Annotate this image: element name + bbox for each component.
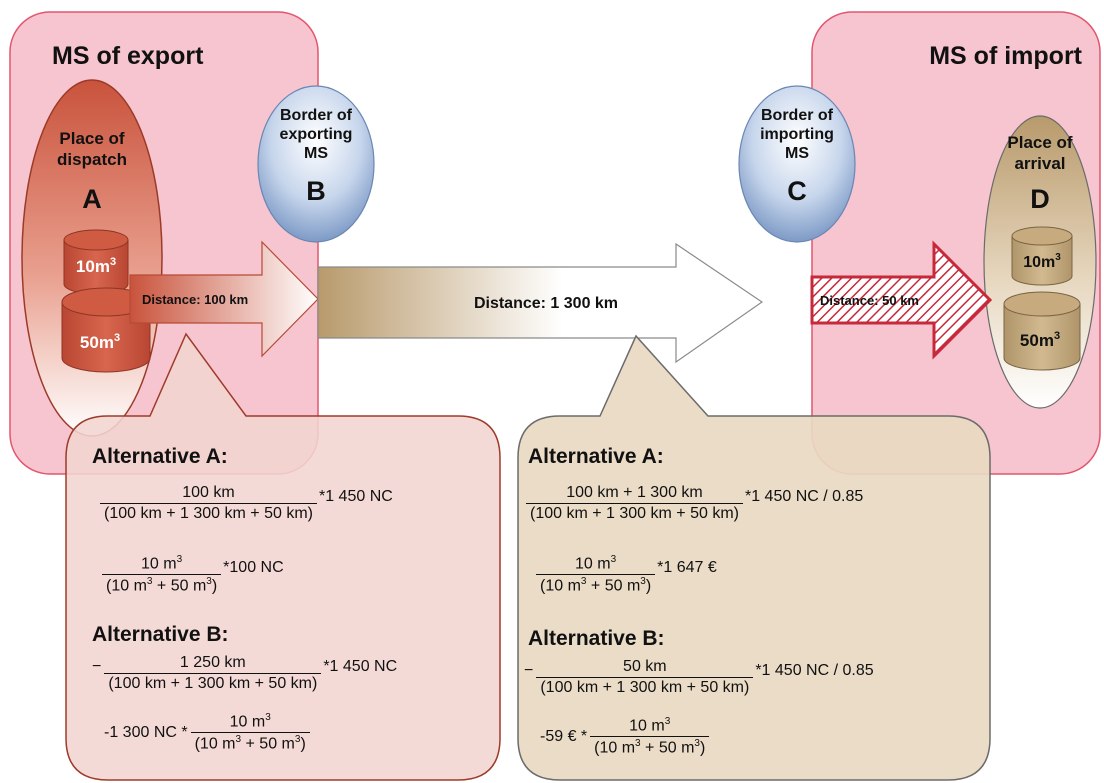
right-alt-a-f1-numerator: 100 km + 1 300 km: [566, 484, 703, 501]
right-alt-b-f1-numerator: 50 km: [623, 658, 667, 675]
border-importing-letter: C: [787, 176, 807, 206]
left-alt-b-f1-denominator: (100 km + 1 300 km + 50 km): [104, 673, 322, 693]
right-alt-b-f1-denominator: (100 km + 1 300 km + 50 km): [536, 677, 754, 697]
arrival-container-small: 10m3: [1011, 226, 1073, 286]
arrival-label-line2: arrival: [1014, 154, 1065, 173]
right-calculation-callout: [517, 334, 991, 781]
left-alt-a-f2-multiplier: *100 NC: [223, 558, 284, 576]
import-region-title: MS of import: [929, 42, 1082, 70]
border-importing-line1: Border of: [761, 107, 834, 124]
left-alt-a-title: Alternative A:: [92, 445, 228, 468]
right-alt-a-title: Alternative A:: [528, 445, 664, 468]
arrow-c-to-d-label: Distance: 50 km: [820, 293, 919, 308]
left-alt-a-f1-multiplier: *1 450 NC: [318, 487, 393, 505]
right-alt-b-f1-multiplier: *1 450 NC / 0.85: [755, 661, 874, 679]
border-exporting-line1: Border of: [280, 107, 353, 124]
right-alt-a-f2-numerator: 10 m: [575, 555, 611, 573]
arrival-large-volume: 50m3: [1020, 330, 1060, 350]
left-alt-b-f1-numerator: 1 250 km: [179, 654, 246, 671]
export-region-title: MS of export: [52, 42, 204, 70]
arrow-b-to-c-label: Distance: 1 300 km: [474, 295, 618, 312]
left-alt-a-f1-numerator: 100 km: [182, 484, 235, 501]
left-alt-a-f2-numerator: 10 m: [141, 555, 177, 573]
left-calculation-callout: [65, 332, 501, 781]
arrival-small-volume: 10m3: [1023, 252, 1061, 271]
left-alt-a-formula-2: 10 m3 (10 m3 + 50 m3) *100 NC: [102, 554, 284, 596]
right-alt-a-formula-2: 10 m3 (10 m3 + 50 m3) *1 647 €: [536, 554, 717, 596]
right-alt-a-f1-denominator: (100 km + 1 300 km + 50 km): [526, 503, 743, 523]
right-alt-b-formula-1: − 50 km (100 km + 1 300 km + 50 km) *1 4…: [524, 658, 874, 697]
arrival-container-large: 50m3: [1003, 291, 1081, 371]
arrival-label-line1: Place of: [1007, 133, 1073, 152]
left-alt-b-formula-2: -1 300 NC * 10 m3 (10 m3 + 50 m3): [104, 712, 310, 754]
left-alt-b-f2-prefix: -1 300 NC *: [104, 723, 188, 741]
border-exporting-line3: MS: [304, 145, 328, 162]
dispatch-label-line2: dispatch: [57, 150, 127, 169]
dispatch-letter: A: [82, 184, 102, 214]
border-importing-line3: MS: [785, 145, 809, 162]
border-exporting-letter: B: [306, 176, 326, 206]
arrow-c-to-d: [810, 240, 993, 360]
border-importing-line2: importing: [760, 126, 834, 143]
arrow-b-to-c: [317, 242, 764, 364]
right-alt-b-formula-2: -59 € * 10 m3 (10 m3 + 50 m3): [540, 716, 710, 758]
dispatch-container-small: 10m3: [63, 229, 129, 295]
left-alt-b-f1-multiplier: *1 450 NC: [323, 657, 398, 675]
dispatch-label-line1: Place of: [59, 129, 125, 148]
border-exporting-line2: exporting: [280, 126, 353, 143]
dispatch-container-large: 50m3: [61, 287, 151, 373]
arrow-a-to-b-label: Distance: 100 km: [142, 292, 248, 307]
right-alt-b-title: Alternative B:: [528, 627, 665, 650]
right-alt-a-f2-multiplier: *1 647 €: [657, 558, 717, 576]
dispatch-small-volume: 10m3: [76, 256, 116, 276]
right-alt-a-formula-1: 100 km + 1 300 km (100 km + 1 300 km + 5…: [526, 484, 863, 523]
right-alt-a-f1-multiplier: *1 450 NC / 0.85: [744, 487, 864, 505]
left-alt-a-formula-1: 100 km (100 km + 1 300 km + 50 km) *1 45…: [100, 484, 393, 523]
arrival-letter: D: [1030, 184, 1050, 214]
arrow-a-to-b: [129, 240, 319, 358]
left-alt-b-formula-1: − 1 250 km (100 km + 1 300 km + 50 km) *…: [92, 654, 398, 693]
dispatch-large-volume: 50m3: [80, 332, 120, 352]
left-alt-a-f1-denominator: (100 km + 1 300 km + 50 km): [100, 503, 317, 523]
border-exporting-node: [257, 85, 375, 243]
left-alt-b-title: Alternative B:: [92, 623, 229, 646]
border-importing-node: [738, 85, 856, 243]
right-alt-b-f2-prefix: -59 € *: [540, 727, 588, 745]
